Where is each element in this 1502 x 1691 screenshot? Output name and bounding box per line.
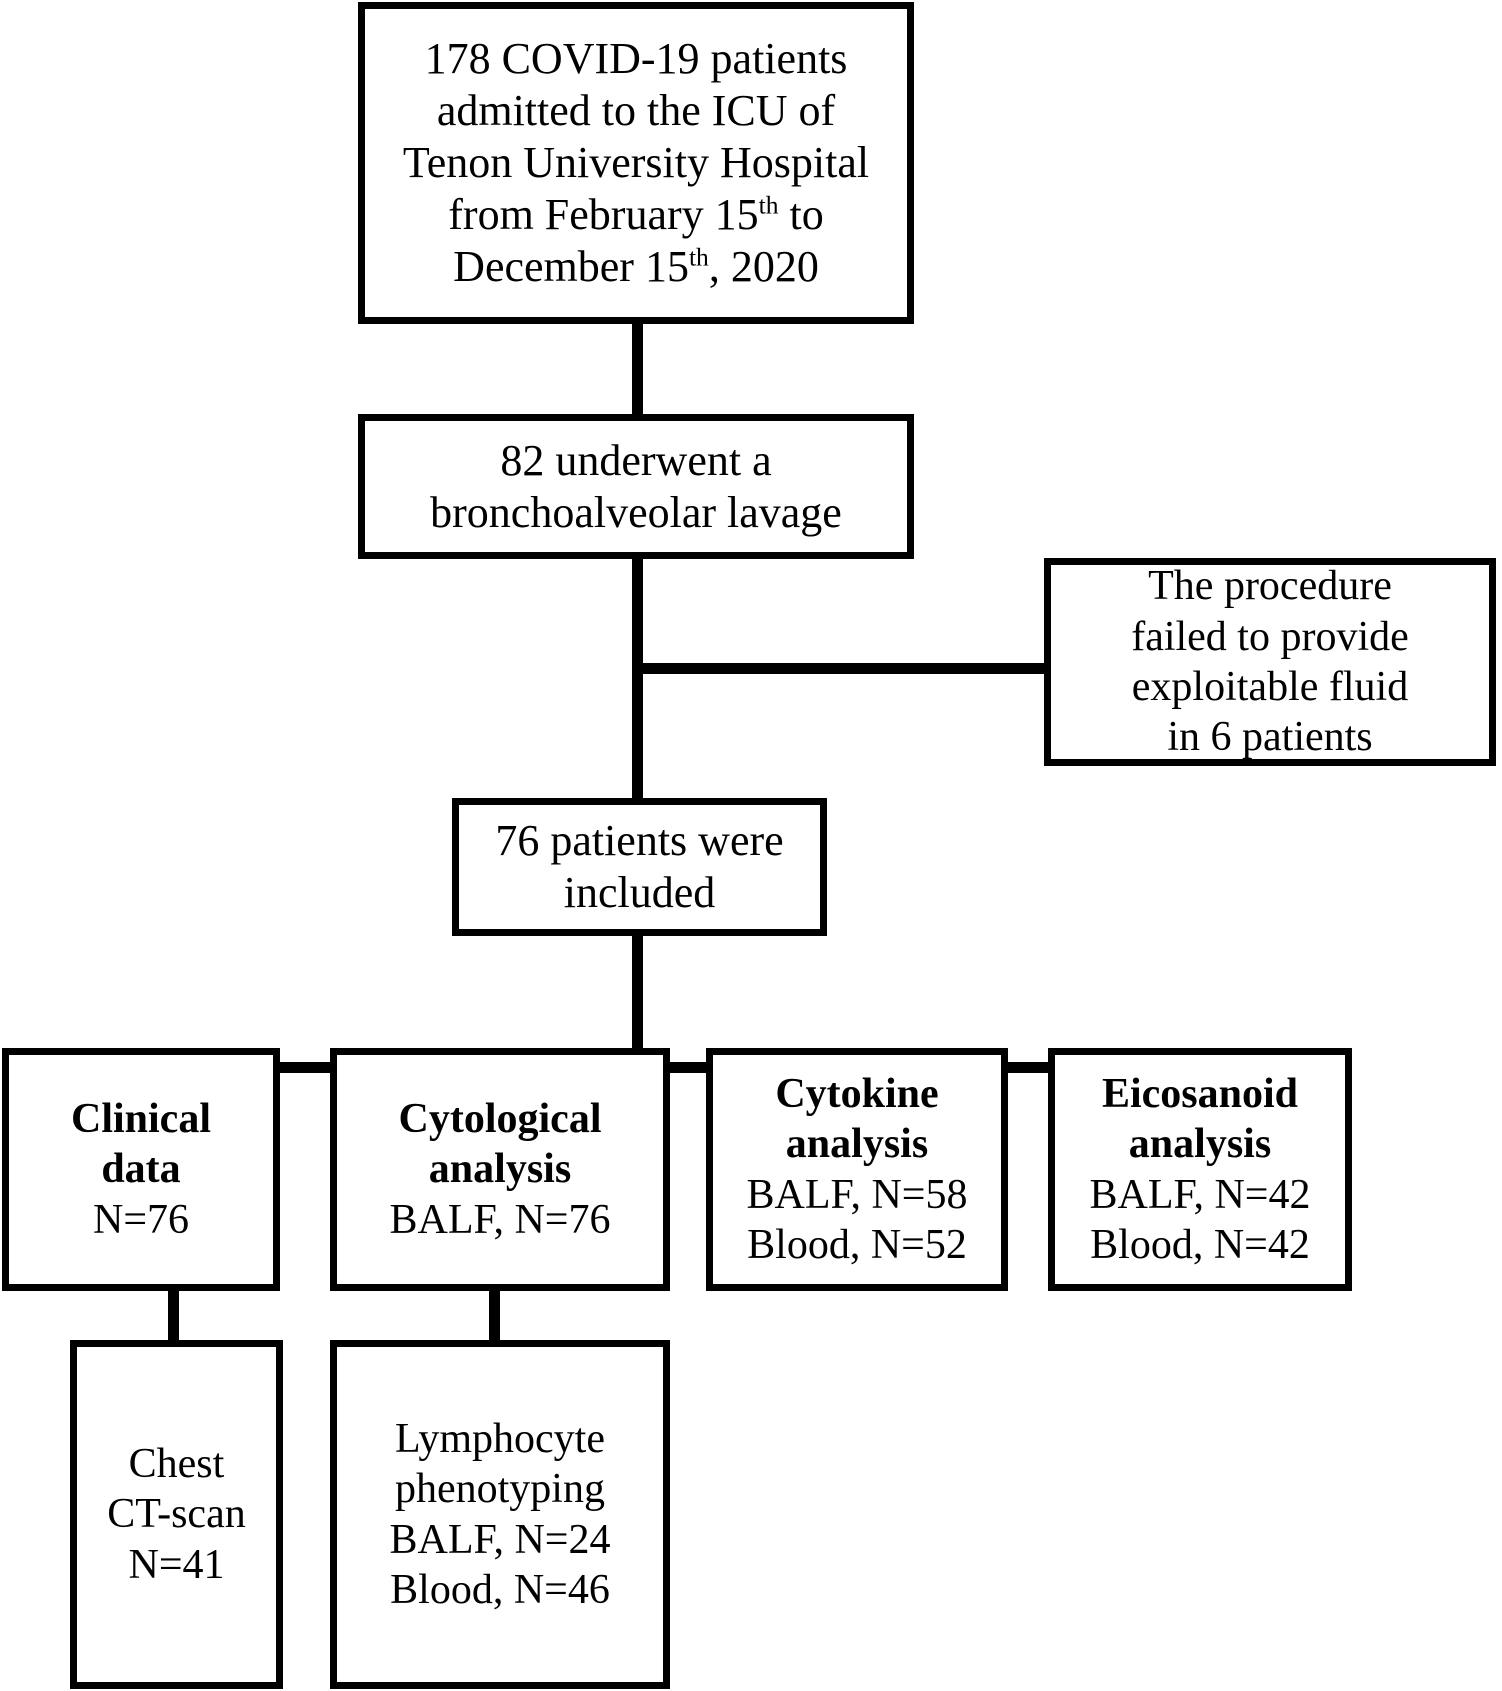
connector-cohort-to-bal <box>632 320 643 420</box>
cytokine-heading-2: analysis <box>785 1121 929 1168</box>
connector-cytological-to-lymphocyte <box>489 1285 500 1345</box>
clinical-data-box: Clinical data N=76 <box>2 1048 280 1291</box>
cohort-line-4-text: from February 15 <box>448 189 759 239</box>
initial-cohort-box: 178 COVID-19 patients admitted to the IC… <box>358 2 914 324</box>
connector-bal-to-excluded <box>632 663 1050 674</box>
chest-ct-scan-box: Chest CT-scan N=41 <box>70 1340 283 1689</box>
lymphocyte-line-1: Lymphocyte <box>395 1415 605 1462</box>
eicosanoid-detail-1: BALF, N=42 <box>1089 1171 1311 1218</box>
cohort-line-5: December 15th, 2020 <box>453 241 819 293</box>
eicosanoid-analysis-box: Eicosanoid analysis BALF, N=42 Blood, N=… <box>1048 1048 1352 1291</box>
cohort-line-4-tail: to <box>778 189 824 239</box>
cohort-line-2: admitted to the ICU of <box>436 86 836 136</box>
cohort-line-1: 178 COVID-19 patients <box>424 34 848 84</box>
cohort-line-4: from February 15th to <box>448 189 823 241</box>
cohort-line-5-tail: , 2020 <box>708 241 819 291</box>
chest-ct-line-2: CT-scan <box>107 1491 246 1538</box>
clinical-heading-2: data <box>101 1146 181 1193</box>
cytological-heading-2: analysis <box>428 1146 572 1193</box>
cytological-detail-1: BALF, N=76 <box>389 1196 611 1243</box>
excluded-line-4: in 6 patients <box>1167 714 1373 761</box>
connector-clinical-to-chest-ct <box>168 1285 179 1345</box>
cytological-analysis-box: Cytological analysis BALF, N=76 <box>330 1048 670 1291</box>
cohort-line-5-ordinal: th <box>688 242 709 272</box>
lymphocyte-line-3: BALF, N=24 <box>389 1516 611 1563</box>
included-box: 76 patients were included <box>452 798 827 936</box>
bal-line-1: 82 underwent a <box>500 435 772 485</box>
cytokine-analysis-box: Cytokine analysis BALF, N=58 Blood, N=52 <box>706 1048 1008 1291</box>
cohort-line-5-text: December 15 <box>453 241 689 291</box>
excluded-line-1: The procedure <box>1148 563 1392 610</box>
lymphocyte-phenotyping-box: Lymphocyte phenotyping BALF, N=24 Blood,… <box>330 1340 670 1689</box>
chest-ct-line-3: N=41 <box>128 1541 225 1588</box>
excluded-line-3: exploitable fluid <box>1131 664 1409 710</box>
cohort-line-3: Tenon University Hospital <box>402 138 870 188</box>
cytological-heading-1: Cytological <box>398 1095 602 1142</box>
clinical-detail-1: N=76 <box>92 1196 190 1243</box>
chest-ct-line-1: Chest <box>128 1440 225 1487</box>
eicosanoid-heading-1: Eicosanoid <box>1101 1070 1299 1117</box>
excluded-box: The procedure failed to provide exploita… <box>1044 558 1496 766</box>
bal-line-2: bronchoalveolar lavage <box>430 487 842 537</box>
connector-bal-down <box>632 553 643 803</box>
cytokine-detail-1: BALF, N=58 <box>746 1171 968 1218</box>
included-line-1: 76 patients were <box>495 816 784 866</box>
included-line-2: included <box>563 868 716 917</box>
bronchoalveolar-lavage-box: 82 underwent a bronchoalveolar lavage <box>358 414 914 559</box>
connector-included-down <box>632 930 643 1070</box>
lymphocyte-line-4: Blood, N=46 <box>390 1566 610 1613</box>
lymphocyte-line-2: phenotyping <box>395 1466 605 1513</box>
clinical-heading-1: Clinical <box>70 1095 211 1142</box>
eicosanoid-heading-2: analysis <box>1128 1121 1272 1168</box>
cohort-line-4-ordinal: th <box>758 190 779 220</box>
cytokine-heading-1: Cytokine <box>775 1070 939 1117</box>
cytokine-detail-2: Blood, N=52 <box>747 1221 967 1268</box>
excluded-line-2: failed to provide <box>1131 613 1409 660</box>
eicosanoid-detail-2: Blood, N=42 <box>1090 1221 1310 1268</box>
